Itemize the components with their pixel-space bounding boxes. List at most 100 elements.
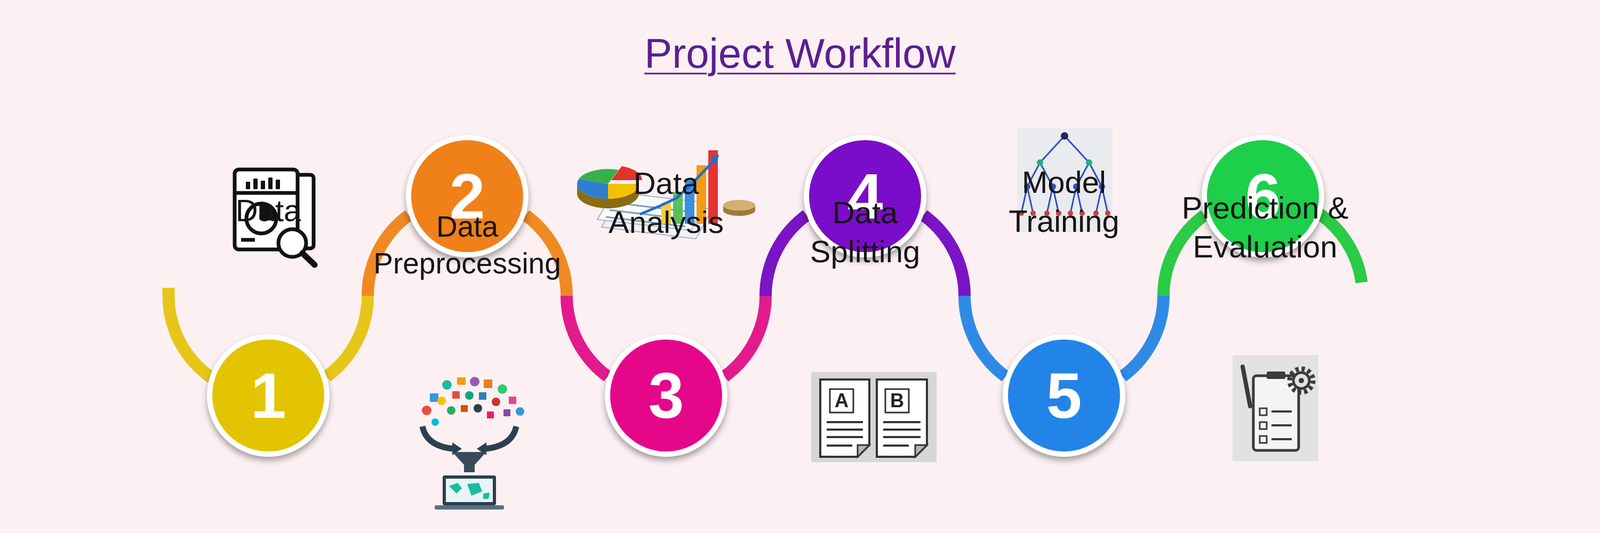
split-icon [883, 444, 909, 447]
preprocessing-icon [421, 377, 525, 510]
preprocessing-icon [483, 492, 490, 500]
model-tree-icon [1060, 132, 1069, 140]
evaluation-icon [1271, 410, 1292, 413]
preprocessing-icon [431, 418, 439, 427]
step-number: 3 [648, 363, 685, 428]
preprocessing-icon [449, 483, 462, 494]
step-circle: 5Model Training [1002, 334, 1126, 458]
split-icon [876, 379, 927, 458]
evaluation-icon [1298, 378, 1304, 384]
preprocessing-icon [422, 426, 455, 450]
wave-connector [923, 215, 1006, 378]
split-icon [883, 428, 921, 431]
wave-segment [1122, 296, 1164, 377]
preprocessing-icon [437, 396, 446, 406]
data-icon [246, 182, 250, 189]
data-icon [268, 178, 272, 189]
preprocessing-icon [478, 392, 487, 400]
preprocessing-icon [515, 407, 525, 416]
model-tree-icon [1064, 136, 1090, 163]
preprocessing-icon [484, 426, 517, 450]
split-icon [826, 444, 853, 447]
wave-segment [566, 296, 608, 377]
preprocessing-icon [486, 411, 494, 419]
preprocessing-icon [442, 380, 452, 390]
split-icon [826, 422, 921, 446]
preprocessing-icon [460, 405, 468, 413]
split-icon [826, 436, 863, 439]
step-number: 5 [1046, 363, 1083, 428]
split-icon [915, 445, 927, 458]
evaluation-icon [1293, 372, 1310, 389]
evaluation-icon [1289, 369, 1314, 393]
split-icon [857, 445, 870, 458]
evaluation-icon [1259, 436, 1267, 444]
split-icon [885, 389, 909, 413]
split-icon [883, 421, 921, 424]
split-icon [829, 389, 854, 413]
wave-connector [724, 215, 807, 378]
evaluation-icon [1232, 355, 1319, 462]
wave-connector [326, 215, 410, 378]
evaluation-icon [1253, 376, 1299, 451]
preprocessing-icon [434, 505, 504, 510]
data-icon [302, 253, 315, 266]
document-letter: B [890, 391, 904, 411]
preprocessing-icon [442, 475, 496, 506]
evaluation-icon [1259, 422, 1267, 430]
step-label: Data [235, 191, 302, 231]
step-circle: 6Prediction & Evaluation [1201, 134, 1325, 258]
step-label: Data Splitting [810, 193, 920, 271]
step-circle: 1Data [206, 334, 330, 458]
preprocessing-icon [465, 391, 474, 400]
split-icon [811, 372, 937, 463]
data-icon [234, 169, 315, 266]
step-circle: 4Data Splitting [803, 134, 927, 258]
wave-connector [525, 215, 608, 378]
document-letter: A [834, 391, 849, 411]
step-label: Model Training [1008, 163, 1119, 241]
wave-segment [326, 296, 368, 377]
preprocessing-icon [497, 384, 508, 395]
preprocessing-icon [429, 393, 439, 403]
split-icon [883, 436, 921, 439]
evaluation-icon [1266, 371, 1286, 380]
step-circle: 3Data Analysis [604, 334, 728, 458]
wave-segment [765, 215, 807, 296]
preprocessing-icon [467, 483, 483, 496]
preprocessing-icon [452, 391, 460, 399]
wave-connector [1122, 215, 1205, 378]
preprocessing-icon [469, 377, 480, 387]
preprocessing-icon [446, 406, 456, 415]
wave-segment [724, 296, 766, 377]
diagram-title: Project Workflow [644, 29, 956, 78]
evaluation-icon [1242, 366, 1251, 407]
wave-segment [964, 296, 1006, 377]
evaluation-icon [1271, 438, 1292, 441]
analysis-icon [723, 200, 756, 211]
preprocessing-icon [508, 396, 517, 405]
model-tree-icon [1040, 136, 1065, 163]
split-icon [811, 372, 937, 463]
split-icon [826, 428, 863, 431]
step-label: Data Analysis [608, 164, 724, 242]
wave-segment [923, 215, 965, 296]
step-circle: 2Data Preprocessing [405, 134, 529, 258]
evaluation-icon [1259, 408, 1267, 416]
analysis-icon [710, 154, 719, 165]
evaluation-icon [1271, 424, 1292, 427]
step-number: 1 [250, 363, 287, 428]
preprocessing-icon [452, 452, 487, 473]
data-icon [253, 179, 258, 189]
data-icon [261, 181, 265, 189]
preprocessing-icon [483, 379, 493, 389]
preprocessing-icon [491, 397, 501, 407]
preprocessing-icon [445, 478, 493, 503]
preprocessing-icon [473, 404, 483, 413]
split-icon [820, 379, 870, 458]
split-icon [826, 421, 863, 424]
preprocessing-icon [421, 405, 432, 416]
